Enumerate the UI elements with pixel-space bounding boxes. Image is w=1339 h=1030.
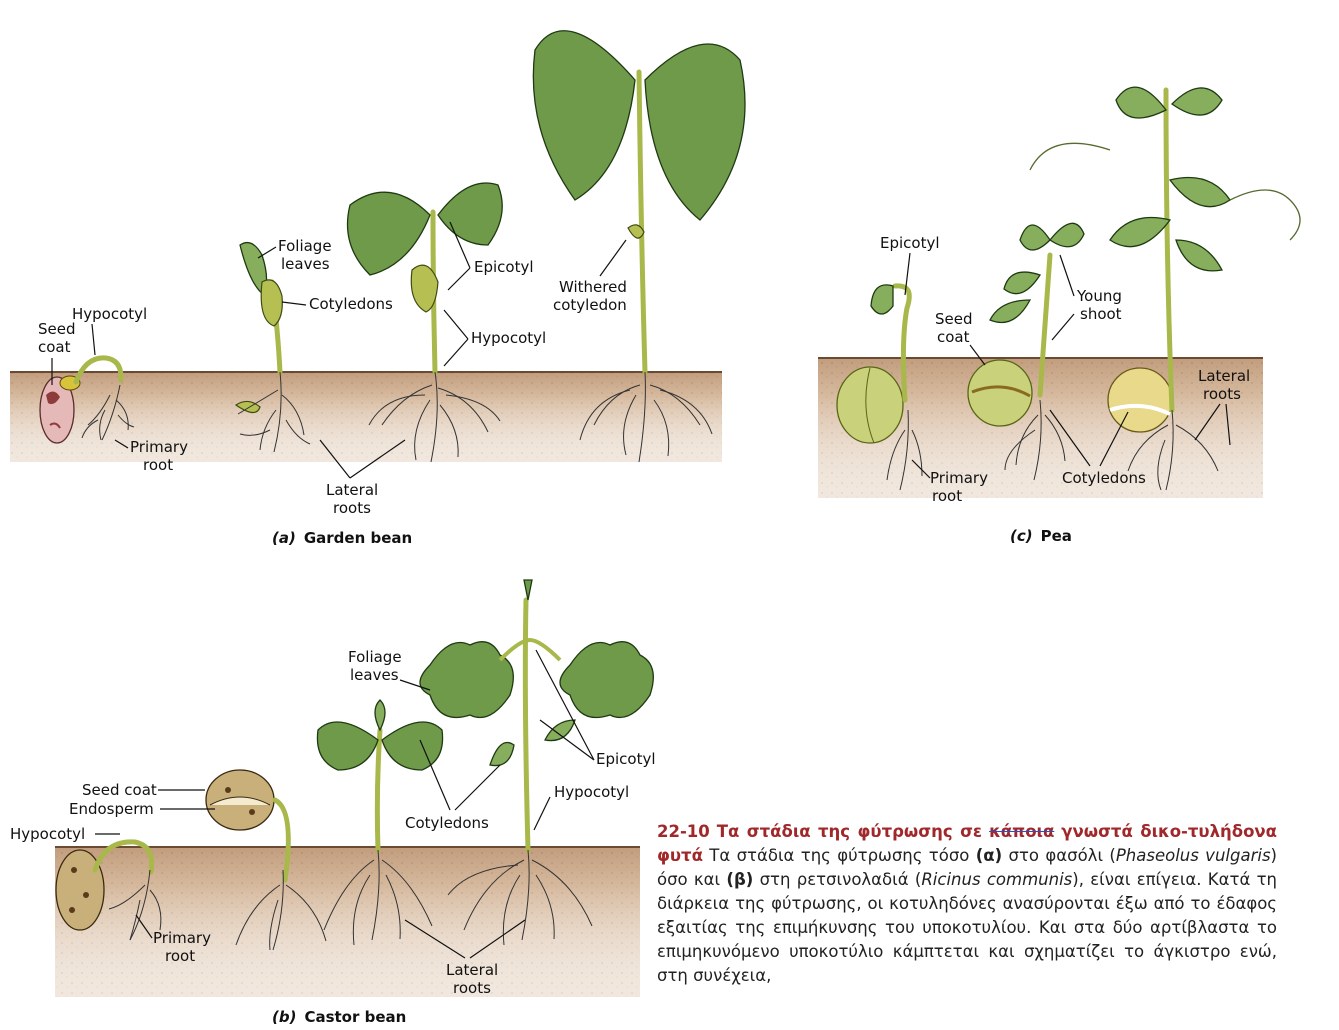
label-cotyledons: Cotyledons [309, 295, 393, 313]
caption-body-2: στο φασόλι ( [1002, 846, 1116, 865]
label-seed-coat: Seed [935, 310, 973, 328]
label-lateral-roots: Lateral [446, 961, 498, 979]
label-seed-coat: Seed coat [82, 781, 157, 799]
panel-a-garden-bean: Hypocotyl Seed coat Primary root Foliage… [10, 31, 745, 547]
caption-title-1: Τα στάδια της φύτρωσης σε [717, 822, 982, 841]
labels-a: Hypocotyl Seed coat Primary root Foliage… [38, 222, 627, 517]
label-endosperm: Endosperm [69, 800, 154, 818]
label-epicotyl: Epicotyl [880, 234, 940, 252]
label-hypocotyl-2: Hypocotyl [471, 329, 546, 347]
label-young-shoot: Young [1076, 287, 1122, 305]
caption-a: (a)Garden bean [272, 529, 412, 547]
label-lateral-roots-2: roots [1203, 385, 1241, 403]
label-foliage-leaves-2: leaves [350, 666, 399, 684]
label-lateral-roots: Lateral [1198, 367, 1250, 385]
label-cotyledons: Cotyledons [405, 814, 489, 832]
label-epicotyl: Epicotyl [596, 750, 656, 768]
figure-caption: 22-10 Τα στάδια της φύτρωσης σε κάποια γ… [657, 820, 1277, 988]
label-primary-root-2: root [143, 456, 173, 474]
label-seed-coat-2: coat [937, 328, 970, 346]
label-epicotyl: Epicotyl [474, 258, 534, 276]
caption-number: 22-10 [657, 822, 710, 841]
panel-b-castor-bean: Foliage leaves Seed coat Endosperm Hypoc… [10, 580, 656, 1026]
caption-ricinus: Ricinus communis [921, 870, 1072, 889]
label-hypocotyl-2: Hypocotyl [554, 783, 629, 801]
label-primary-root: Primary [930, 469, 988, 487]
label-withered-cotyledon-2: cotyledon [553, 296, 627, 314]
label-seed-coat: Seed [38, 320, 76, 338]
label-primary-root: Primary [130, 438, 188, 456]
label-hypocotyl: Hypocotyl [10, 825, 85, 843]
label-foliage-leaves: Foliage [348, 648, 402, 666]
caption-struck-word: κάποια [989, 822, 1054, 841]
caption-body-4: στη ρετσινολαδιά ( [753, 870, 921, 889]
label-seed-coat-2: coat [38, 338, 71, 356]
caption-alpha: (α) [976, 846, 1002, 865]
label-primary-root-2: root [932, 487, 962, 505]
caption-phaseolus: Phaseolus vulgaris [1116, 846, 1271, 865]
label-foliage-leaves: Foliage [278, 237, 332, 255]
label-lateral-roots-2: roots [333, 499, 371, 517]
label-lateral-roots-2: roots [453, 979, 491, 997]
label-hypocotyl: Hypocotyl [72, 305, 147, 323]
panel-c-pea: Epicotyl Seed coat Young shoot Primary r… [818, 87, 1300, 545]
label-young-shoot-2: shoot [1080, 305, 1122, 323]
label-primary-root: Primary [153, 929, 211, 947]
label-withered-cotyledon: Withered [559, 278, 627, 296]
label-lateral-roots: Lateral [326, 481, 378, 499]
caption-beta: (β) [726, 870, 753, 889]
label-cotyledons: Cotyledons [1062, 469, 1146, 487]
label-foliage-leaves-2: leaves [281, 255, 330, 273]
caption-c: (c)Pea [1010, 527, 1072, 545]
caption-body-1: Τα στάδια της φύτρωσης τόσο [703, 846, 976, 865]
label-primary-root-2: root [165, 947, 195, 965]
caption-b: (b)Castor bean [272, 1008, 406, 1026]
